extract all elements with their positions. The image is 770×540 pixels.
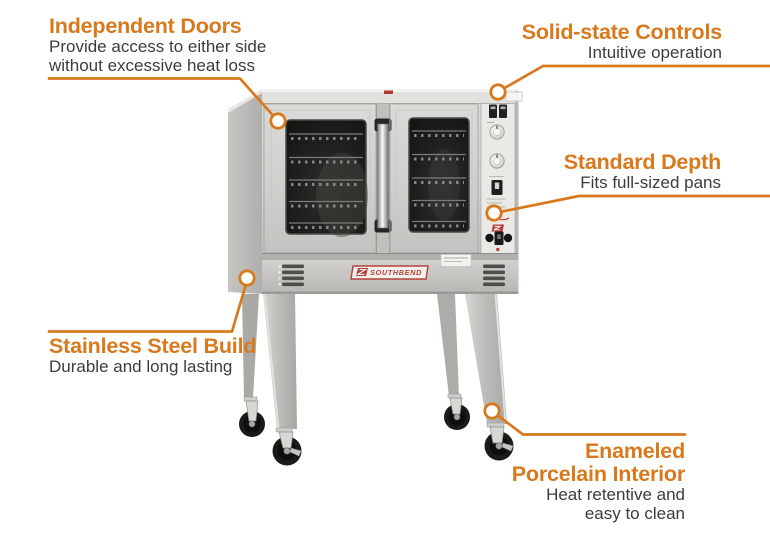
oven: SOUTHBEND <box>228 89 523 466</box>
oven-side-panel <box>228 92 262 294</box>
oven-right-door <box>389 103 479 254</box>
annotation-title: Stainless Steel Build <box>49 334 257 358</box>
marker-independent-doors <box>269 112 287 130</box>
marker-stainless-steel-build <box>238 269 256 287</box>
caster-front-right <box>484 422 514 461</box>
annotation-independent-doors: Independent Doors Provide access to eith… <box>49 15 266 75</box>
brand-logo-text: SOUTHBEND <box>370 270 422 277</box>
leg-front-right <box>465 294 507 424</box>
oven-top-trim <box>262 89 518 104</box>
marker-solid-state-controls <box>489 83 507 101</box>
oven-racks-right <box>412 130 466 228</box>
annotation-title-line: Enameled <box>585 439 685 463</box>
annotation-title: Solid-state Controls <box>521 20 722 44</box>
caster-back-left <box>239 396 265 437</box>
marker-standard-depth <box>485 204 503 222</box>
control-panel <box>480 91 523 294</box>
annotation-description-line: Provide access to either side <box>49 37 267 56</box>
top-brand-accent <box>384 90 393 94</box>
leader-line-standard-depth <box>493 194 770 215</box>
kick-panel: SOUTHBEND <box>262 254 518 294</box>
leader-line-solid-state-controls <box>497 64 770 93</box>
temperature-knob <box>489 124 505 140</box>
panel-top-tab <box>505 91 523 102</box>
annotation-description-line: Durable and long lasting <box>49 357 233 376</box>
annotation-solid-state-controls: Solid-state Controls Intuitive operation <box>522 21 722 63</box>
annotation-enameled-porcelain-interior: Enameled Porcelain Interior Heat retenti… <box>512 440 685 523</box>
brand-logo-plate: SOUTHBEND <box>350 265 429 280</box>
panel-brand-emblem <box>491 224 504 232</box>
leg-back-right <box>437 294 459 396</box>
caster-front-left <box>272 427 302 466</box>
right-louvers <box>483 264 505 287</box>
annotation-stainless-steel-build: Stainless Steel Build Durable and long l… <box>49 335 256 377</box>
right-door-window <box>408 117 470 233</box>
annotation-description-line: easy to clean <box>584 503 685 523</box>
leg-back-left <box>242 294 259 398</box>
power-toggle <box>491 180 503 195</box>
oven-racks-left <box>289 133 363 229</box>
rocker-switches <box>489 104 507 118</box>
spec-label <box>440 254 472 267</box>
annotation-standard-depth: Standard Depth Fits full-sized pans <box>564 151 721 193</box>
leg-front-left <box>263 294 297 429</box>
annotation-description-line: Intuitive operation <box>587 43 722 62</box>
annotation-description-line: Fits full-sized pans <box>580 173 721 192</box>
leader-line-enameled-porcelain <box>491 410 687 436</box>
oven-legs <box>242 293 507 429</box>
annotation-description-line: without excessive heat loss <box>49 55 255 75</box>
leader-line-independent-doors <box>47 77 279 122</box>
indicator-buttons <box>485 231 513 251</box>
annotation-description-line: Heat retentive and <box>546 485 685 504</box>
timer-knob <box>489 153 505 169</box>
caster-back-right <box>444 393 470 430</box>
annotation-title-line: Porcelain Interior <box>511 462 685 486</box>
marker-enameled-porcelain <box>483 402 501 420</box>
annotation-title: Standard Depth <box>563 150 721 174</box>
leader-line-stainless-steel-build <box>47 277 249 333</box>
annotation-title: Independent Doors <box>49 14 242 38</box>
left-louvers <box>278 264 304 287</box>
door-handle <box>374 118 392 233</box>
door-sill-band <box>262 253 518 260</box>
